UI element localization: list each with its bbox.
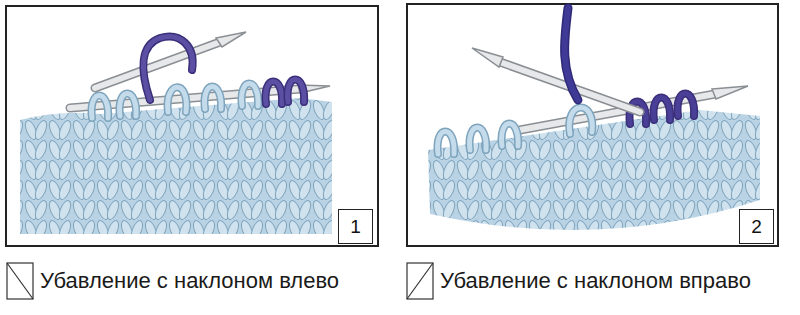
legend-label: Убавление с наклоном влево — [40, 268, 339, 294]
legend-symbol — [406, 262, 434, 300]
working-yarn — [143, 37, 192, 100]
stitch-loops — [438, 94, 695, 155]
legend-label: Убавление с наклоном вправо — [440, 268, 751, 294]
callout-number-box: 2 — [739, 209, 774, 244]
panel-frame — [6, 6, 378, 246]
needle — [472, 48, 640, 112]
callout-number: 1 — [350, 216, 361, 238]
working-yarn — [565, 8, 578, 100]
callout-number-box: 1 — [338, 209, 373, 244]
callout-number: 2 — [751, 216, 762, 238]
knitted-fabric — [20, 98, 332, 234]
panel-frame — [407, 4, 778, 246]
legend-symbol — [6, 262, 34, 300]
legend-item: Убавление с наклоном влево — [6, 262, 339, 300]
legend-item: Убавление с наклоном вправо — [406, 262, 751, 300]
stitch-loops — [92, 80, 305, 119]
